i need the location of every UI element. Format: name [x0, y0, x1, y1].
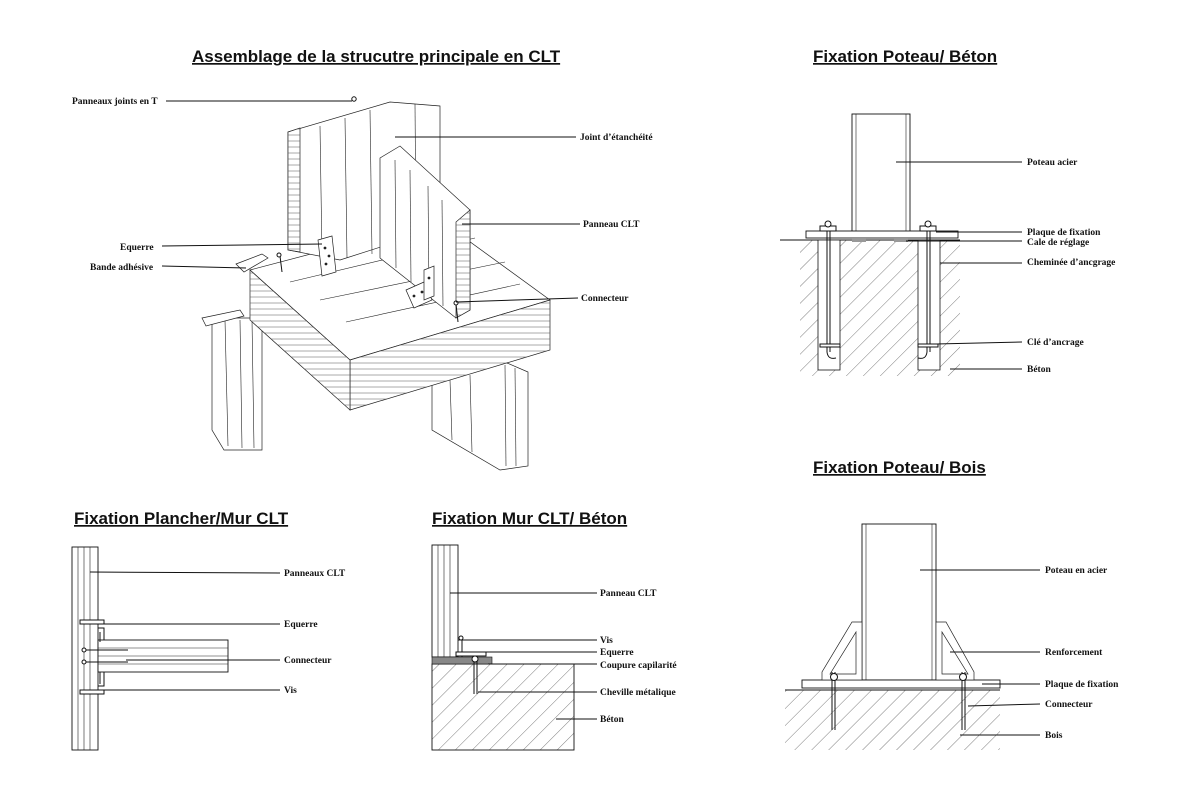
label-cheminee-ancrage: Cheminée d’ancgrage	[1027, 258, 1115, 268]
base-plate	[805, 230, 959, 239]
label-cle-ancrage: Clé d’ancrage	[1027, 338, 1084, 348]
capillary-break	[431, 656, 493, 665]
mur-beton-drawing	[431, 544, 575, 751]
label-connecteur-bois: Connecteur	[1045, 700, 1093, 710]
label-panneaux-joints: Panneaux joints en T	[72, 97, 158, 107]
title-poteau-beton: Fixation Poteau/ Béton	[813, 47, 997, 66]
label-beton: Béton	[1027, 365, 1051, 375]
label-panneau-clt-beton: Panneau CLT	[600, 589, 657, 599]
label-poteau-acier: Poteau acier	[1027, 158, 1078, 168]
poteau-beton-drawing	[780, 113, 960, 376]
label-cheville-metalique: Cheville métalique	[600, 688, 676, 698]
main-assembly-drawing	[201, 96, 551, 471]
mur-beton-leaders	[450, 592, 597, 720]
concrete-base	[431, 663, 575, 751]
adhesive-strip-lower	[201, 309, 245, 327]
label-beton-mur: Béton	[600, 715, 624, 725]
title-mur-beton: Fixation Mur CLT/ Béton	[432, 509, 627, 528]
label-connecteur-plancher: Connecteur	[284, 656, 332, 666]
plancher-mur-leaders	[86, 571, 281, 691]
title-main-assembly: Assemblage de la strucutre principale en…	[192, 47, 561, 66]
label-renforcement: Renforcement	[1045, 648, 1103, 658]
label-bois: Bois	[1045, 731, 1063, 741]
label-equerre-beton: Equerre	[600, 648, 634, 658]
label-equerre-plancher: Equerre	[284, 620, 318, 630]
label-vis-beton: Vis	[600, 636, 613, 646]
label-vis-plancher: Vis	[284, 686, 297, 696]
poteau-bois-leaders	[920, 569, 1041, 736]
lower-wall-panel-left	[211, 317, 263, 451]
label-panneau-clt: Panneau CLT	[583, 220, 640, 230]
plancher-mur-drawing	[71, 546, 229, 751]
label-cale-reglage: Cale de réglage	[1027, 238, 1089, 248]
poteau-bois-drawing	[785, 523, 1001, 750]
steel-column	[851, 113, 911, 233]
poteau-beton-leaders	[896, 161, 1023, 370]
clt-wall-mur-beton	[431, 544, 459, 658]
label-plaque-fixation-bois: Plaque de fixation	[1045, 680, 1119, 690]
angle-bracket-1	[317, 235, 337, 277]
title-poteau-bois: Fixation Poteau/ Bois	[813, 458, 986, 477]
steel-column-bois	[861, 523, 937, 681]
main-leaders	[161, 100, 580, 303]
label-connecteur: Connecteur	[581, 294, 629, 304]
label-joint-etancheite: Joint d’étanchéité	[580, 133, 653, 143]
label-plaque-fixation: Plaque de fixation	[1027, 228, 1101, 238]
title-plancher-mur: Fixation Plancher/Mur CLT	[74, 509, 289, 528]
label-poteau-en-acier: Poteau en acier	[1045, 566, 1108, 576]
label-bande-adhesive: Bande adhésive	[90, 263, 153, 273]
label-equerre: Equerre	[120, 243, 154, 253]
label-panneaux-clt: Panneaux CLT	[284, 569, 346, 579]
label-coupure-capilarite: Coupure capilarité	[600, 661, 677, 671]
